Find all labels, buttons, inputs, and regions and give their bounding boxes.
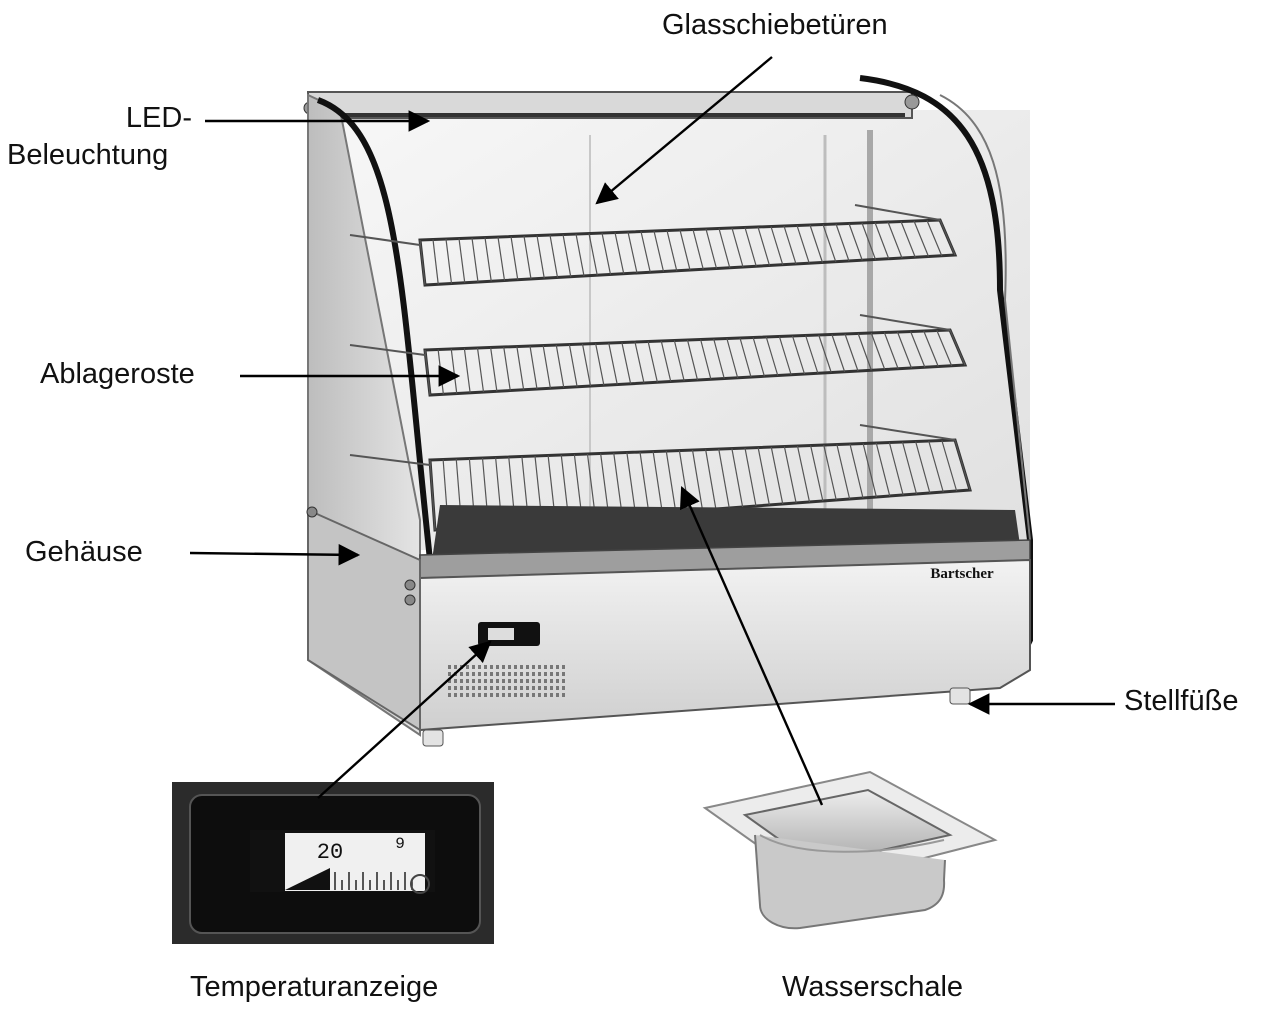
foot-right <box>950 688 970 704</box>
label-glass-doors: Glasschiebetüren <box>662 8 888 42</box>
label-housing: Gehäuse <box>25 535 143 569</box>
brand-logo: Bartscher <box>930 566 994 582</box>
label-water-tray: Wasserschale <box>782 970 963 1004</box>
display-cabinet: Bartscher <box>304 78 1030 746</box>
label-racks: Ablageroste <box>40 357 195 391</box>
water-tray-photo <box>705 772 995 928</box>
label-led-line2: Beleuchtung <box>7 138 168 172</box>
display-reading: 20 <box>317 840 343 865</box>
label-temperature-display: Temperaturanzeige <box>190 970 438 1004</box>
temperature-display-photo: 20 9 <box>172 782 494 944</box>
label-led-line1: LED- <box>0 101 192 135</box>
label-feet: Stellfüße <box>1124 684 1238 718</box>
foot-left <box>423 730 443 746</box>
display-reading-right: 9 <box>395 835 405 853</box>
